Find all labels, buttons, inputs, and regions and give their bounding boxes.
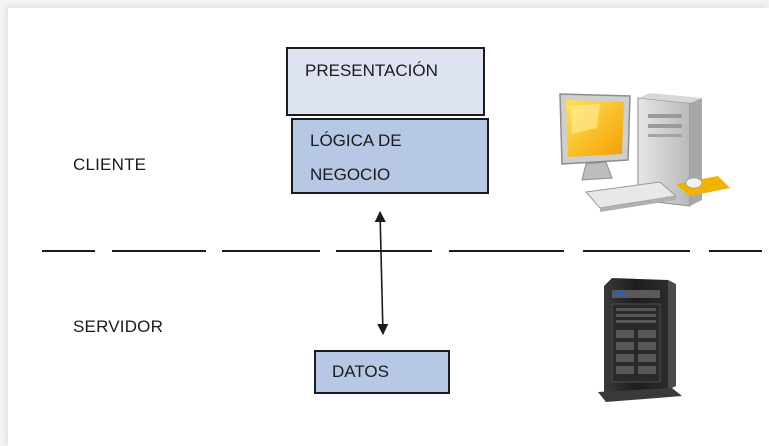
presentation-label: PRESENTACIÓN	[305, 61, 438, 80]
presentation-box: PRESENTACIÓN	[286, 47, 485, 116]
logic-label-line1: LÓGICA DE	[310, 131, 402, 150]
logic-label-line2: NEGOCIO	[310, 165, 391, 184]
tower-server-icon	[598, 278, 682, 402]
bidirectional-arrow	[374, 210, 389, 336]
data-label: DATOS	[332, 362, 389, 381]
business-logic-box: LÓGICA DE NEGOCIO	[291, 118, 489, 194]
server-label: SERVIDOR	[73, 317, 164, 336]
desktop-computer-icon	[559, 93, 730, 212]
data-box: DATOS	[314, 350, 450, 394]
client-label: CLIENTE	[73, 155, 147, 174]
